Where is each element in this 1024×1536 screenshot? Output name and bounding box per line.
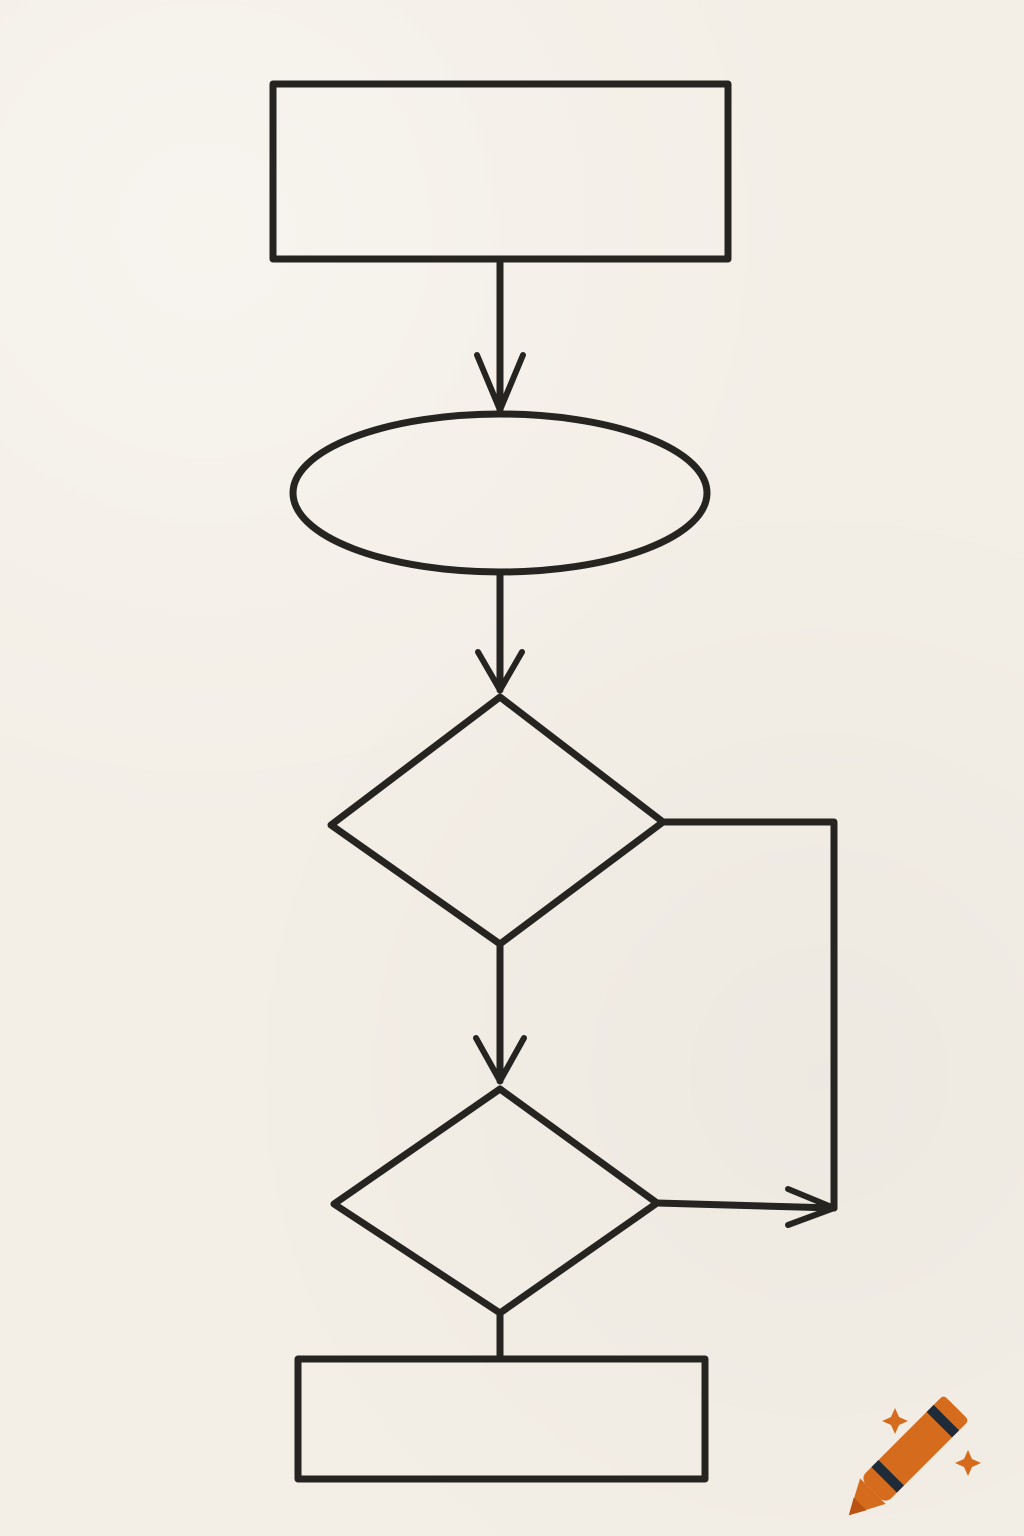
sparkle-icon-right bbox=[955, 1450, 981, 1476]
arrowhead-ellipse-to-diamond bbox=[475, 649, 525, 693]
flowchart-rectangle-bottom bbox=[294, 1355, 709, 1483]
flowchart-ellipse bbox=[289, 410, 711, 576]
flowchart-diamond-upper bbox=[327, 693, 667, 948]
crayon-logo-icon bbox=[848, 1396, 968, 1516]
arrowhead-diamond-to-diamond bbox=[473, 1035, 527, 1084]
flowchart-diamond-lower bbox=[330, 1085, 661, 1317]
flowchart-rectangle-top bbox=[269, 80, 732, 263]
arrowhead-right-branch bbox=[785, 1186, 837, 1228]
connector-right-loop bbox=[659, 818, 838, 1212]
arrowhead-top-to-ellipse bbox=[474, 352, 526, 413]
sparkle-icon-left bbox=[882, 1408, 908, 1434]
connector-lower-diamond-right bbox=[653, 1199, 838, 1212]
